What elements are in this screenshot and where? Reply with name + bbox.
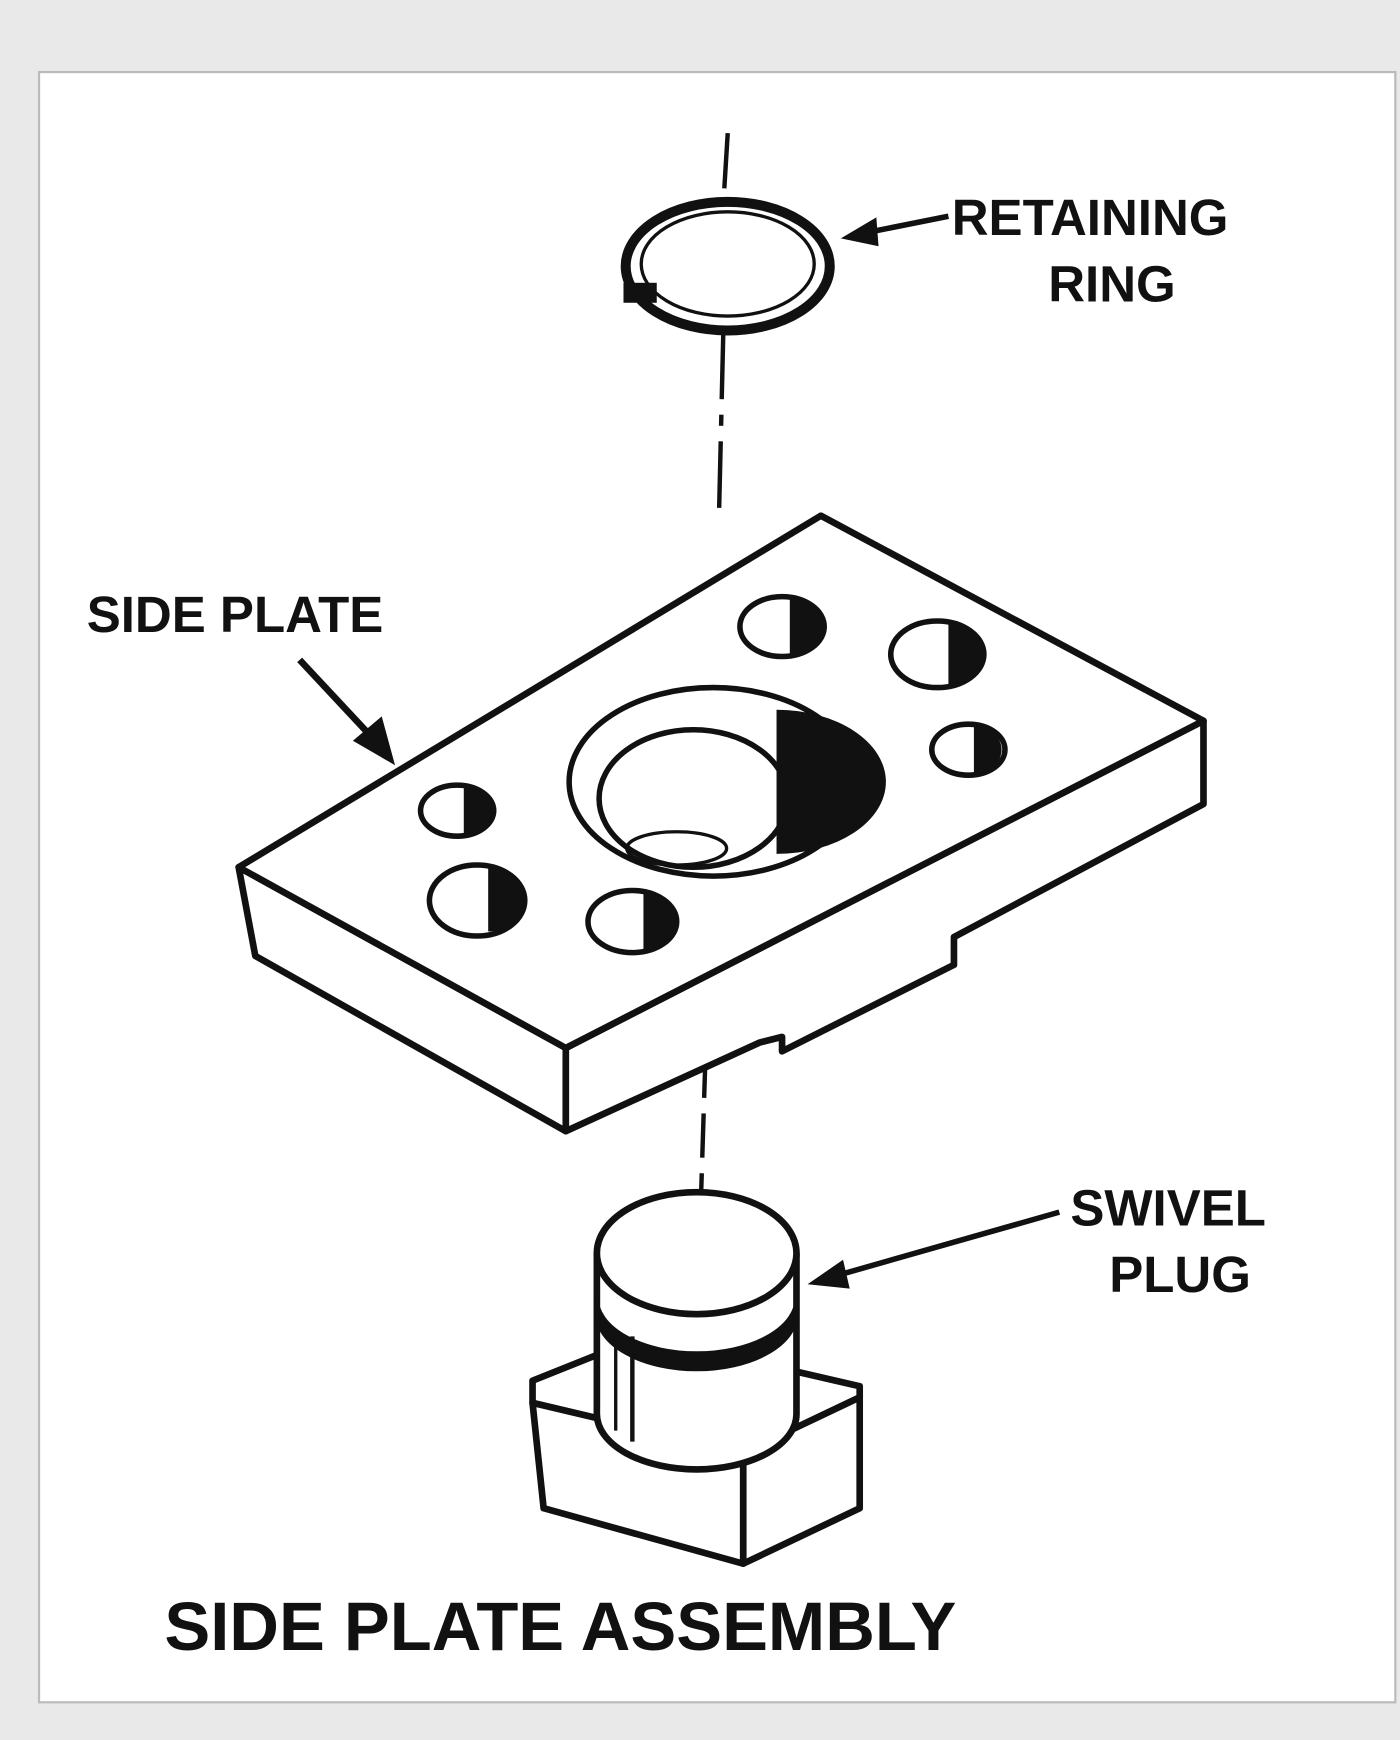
retaining-ring-label-line1: RETAINING bbox=[952, 189, 1229, 246]
swivel-plug-label-line2: PLUG bbox=[1109, 1246, 1251, 1303]
diagram-title: SIDE PLATE ASSEMBLY bbox=[164, 1588, 956, 1665]
retaining-ring-arrow bbox=[840, 213, 949, 247]
side-plate-label: SIDE PLATE bbox=[87, 586, 384, 643]
retaining-ring-label-line2: RING bbox=[1048, 256, 1176, 313]
retaining-ring-part bbox=[620, 196, 835, 336]
swivel-plug-arrow bbox=[807, 1209, 1061, 1289]
side-plate-arrow bbox=[297, 657, 396, 766]
swivel-plug-part bbox=[529, 1188, 864, 1567]
swivel-plug-label-line1: SWIVEL bbox=[1070, 1179, 1266, 1236]
mounting-holes bbox=[417, 593, 1008, 956]
side-plate-part bbox=[235, 512, 1207, 1135]
